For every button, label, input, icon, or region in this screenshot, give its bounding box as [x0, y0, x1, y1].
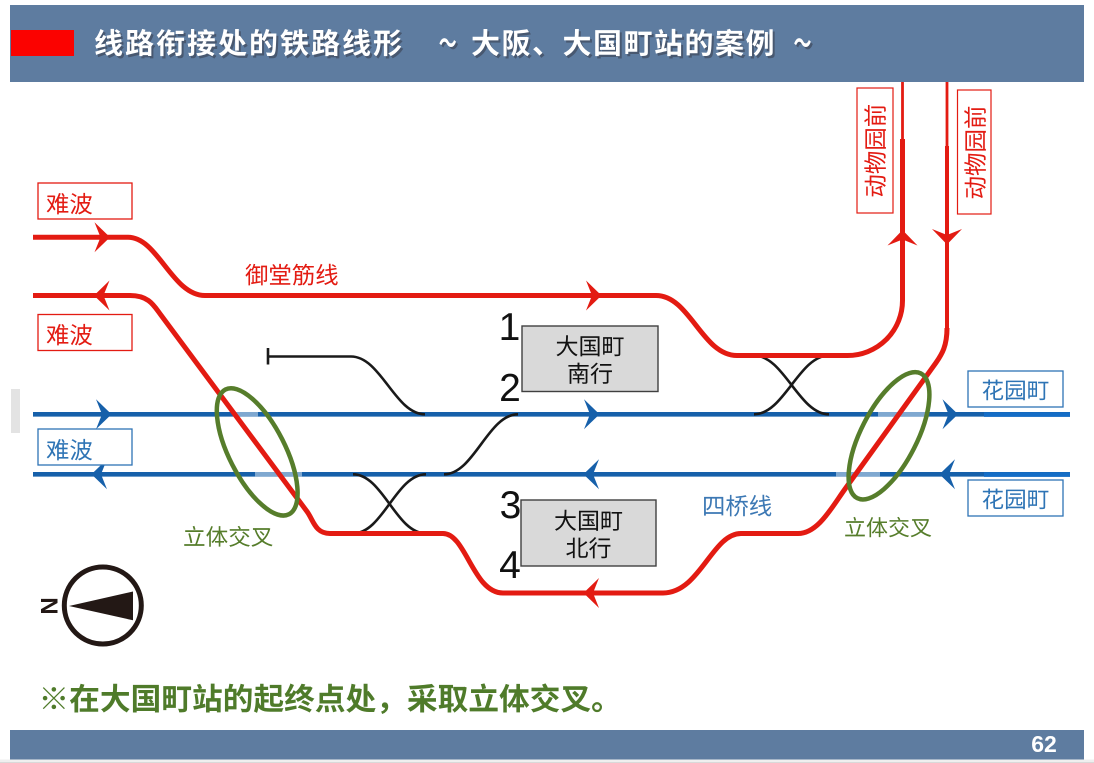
svg-text:4: 4: [499, 544, 521, 587]
svg-text:N: N: [37, 597, 64, 614]
svg-text:1: 1: [499, 306, 521, 349]
svg-text:2: 2: [499, 367, 521, 410]
svg-text:62: 62: [1031, 731, 1057, 757]
svg-text:3: 3: [500, 484, 522, 527]
